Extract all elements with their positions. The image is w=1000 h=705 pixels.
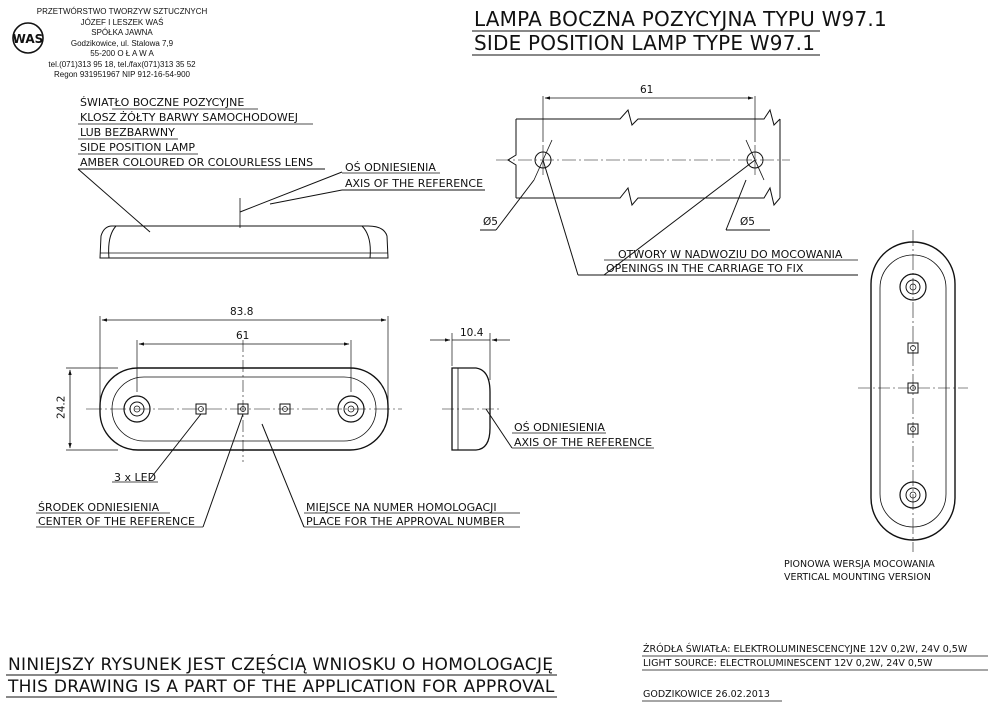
hole-left-diameter: Ø5 <box>483 216 498 228</box>
side-label-2: KLOSZ ŻÓŁTY BARWY SAMOCHODOWEJ <box>80 111 298 124</box>
mount-dim-61: 61 <box>640 84 654 96</box>
end-axis-en: AXIS OF THE REFERENCE <box>514 436 653 449</box>
vertical-version-en: VERTICAL MOUNTING VERSION <box>784 572 931 583</box>
end-view <box>430 333 654 451</box>
side-label-4: SIDE POSITION LAMP <box>80 141 196 154</box>
approval-place-en: PLACE FOR THE APPROVAL NUMBER <box>306 515 505 528</box>
center-reference-en: CENTER OF THE REFERENCE <box>38 515 195 528</box>
company-line-2: JÓZEF I LESZEK WAŚ <box>80 17 164 27</box>
vertical-version <box>858 230 968 552</box>
end-axis-pl: OŚ ODNIESIENIA <box>514 421 605 434</box>
vertical-version-pl: PIONOWA WERSJA MOCOWANIA <box>784 559 935 570</box>
front-view <box>36 316 520 528</box>
side-label-1: ŚWIATŁO BOCZNE POZYCYJNE <box>80 96 245 109</box>
hole-right-diameter: Ø5 <box>740 216 755 228</box>
dim-holes: 61 <box>236 330 250 342</box>
company-info: PRZETWÓRSTWO TWORZYW SZTUCZNYCH JÓZEF I … <box>34 7 210 81</box>
dim-height: 24.2 <box>55 395 68 419</box>
title-pl: LAMPA BOCZNA POZYCYJNA TYPU W97.1 <box>474 7 887 31</box>
side-label-5: AMBER COLOURED OR COLOURLESS LENS <box>80 156 314 169</box>
mounting-detail <box>480 96 858 276</box>
side-axis-en: AXIS OF THE REFERENCE <box>345 177 484 190</box>
dim-depth: 10.4 <box>460 327 484 339</box>
openings-pl: OTWORY W NADWOZIU DO MOCOWANIA <box>618 248 843 261</box>
side-axis-pl: OŚ ODNIESIENIA <box>345 161 436 174</box>
led-count-label: 3 x LED <box>114 471 157 484</box>
light-source-pl: ŹRÓDŁA ŚWIATŁA: ELEKTROLUMINESCENCYJNE 1… <box>643 644 968 655</box>
company-line-3: SPÓŁKA JAWNA <box>91 28 153 37</box>
company-line-5: 55-200 O Ł A W A <box>90 49 154 58</box>
place-date: GODZIKOWICE 26.02.2013 <box>643 689 770 700</box>
company-line-4: Godzikowice, ul. Stalowa 7,9 <box>70 38 174 48</box>
company-line-6: tel.(071)313 95 18, tel./fax(071)313 35 … <box>48 59 196 69</box>
openings-en: OPENINGS IN THE CARRIAGE TO FIX <box>606 262 804 275</box>
approval-place-pl: MIEJSCE NA NUMER HOMOLOGACJI <box>306 501 497 514</box>
center-reference-pl: ŚRODEK ODNIESIENIA <box>38 501 160 514</box>
footer-note-pl: NINIEJSZY RYSUNEK JEST CZĘŚCIĄ WNIOSKU O… <box>8 655 554 675</box>
footer-note-en: THIS DRAWING IS A PART OF THE APPLICATIO… <box>8 677 555 697</box>
side-label-3: LUB BEZBARWNY <box>80 126 175 139</box>
company-line-7: Regon 931951967 NIP 912-16-54-900 <box>54 70 190 79</box>
side-view <box>77 108 485 259</box>
company-line-1: PRZETWÓRSTWO TWORZYW SZTUCZNYCH <box>36 7 208 16</box>
logo-text: WAS <box>13 32 44 46</box>
company-logo <box>12 22 44 54</box>
light-source-en: LIGHT SOURCE: ELECTROLUMINESCENT 12V 0,2… <box>643 658 933 669</box>
dim-length: 83.8 <box>230 306 254 318</box>
title-en: SIDE POSITION LAMP TYPE W97.1 <box>474 31 816 55</box>
